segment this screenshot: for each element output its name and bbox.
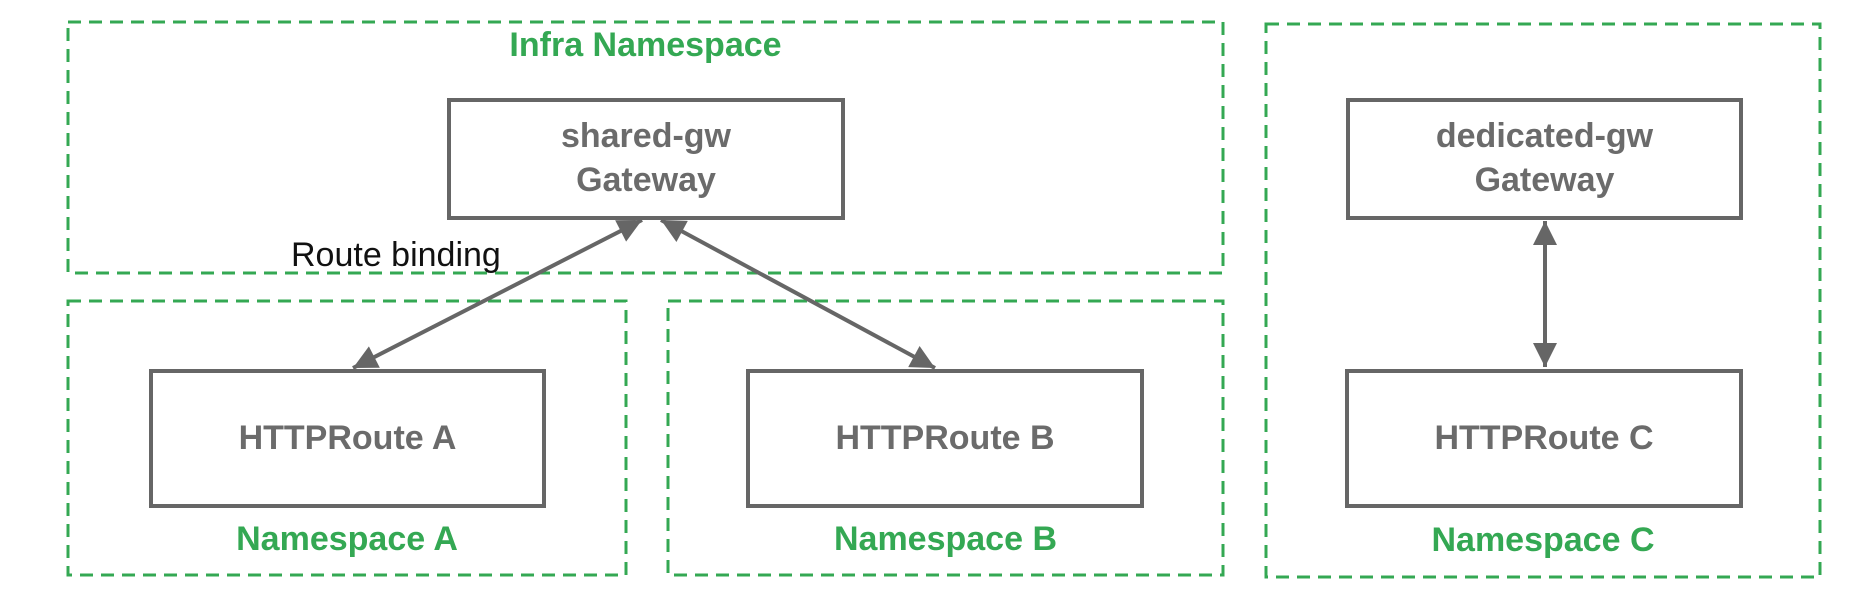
route-b-binding-arrow — [660, 218, 936, 370]
httproute-c-name: HTTPRoute C — [1434, 418, 1654, 457]
shared-gw-gateway-node: shared-gw Gateway — [447, 98, 845, 220]
namespace-a-border — [66, 299, 628, 577]
httproute-a-name: HTTPRoute A — [238, 418, 457, 457]
shared-gw-gateway-name: shared-gw — [560, 117, 732, 156]
infra-namespace-label: Infra Namespace — [509, 26, 782, 64]
infra-namespace-border — [66, 20, 1225, 275]
dedicated-gw-gateway-name: dedicated-gw — [1435, 117, 1654, 156]
dedicated-gw-gateway-node: dedicated-gw Gateway — [1346, 98, 1743, 220]
namespace-a-label: Namespace A — [236, 520, 458, 558]
route-binding-label: Route binding — [291, 236, 501, 274]
namespace-c-label: Namespace C — [1431, 521, 1655, 559]
namespace-b-border — [666, 299, 1225, 577]
route-a-binding-arrow — [352, 218, 643, 370]
namespace-c-border — [1264, 22, 1822, 579]
namespace-b-label: Namespace B — [833, 520, 1057, 558]
httproute-c-node: HTTPRoute C — [1345, 369, 1743, 508]
dedicated-gw-gateway-kind: Gateway — [1474, 161, 1615, 199]
httproute-b-name: HTTPRoute B — [835, 418, 1055, 457]
httproute-b-node: HTTPRoute B — [746, 369, 1144, 508]
shared-gw-gateway-kind: Gateway — [576, 161, 716, 199]
httproute-a-node: HTTPRoute A — [149, 369, 546, 508]
